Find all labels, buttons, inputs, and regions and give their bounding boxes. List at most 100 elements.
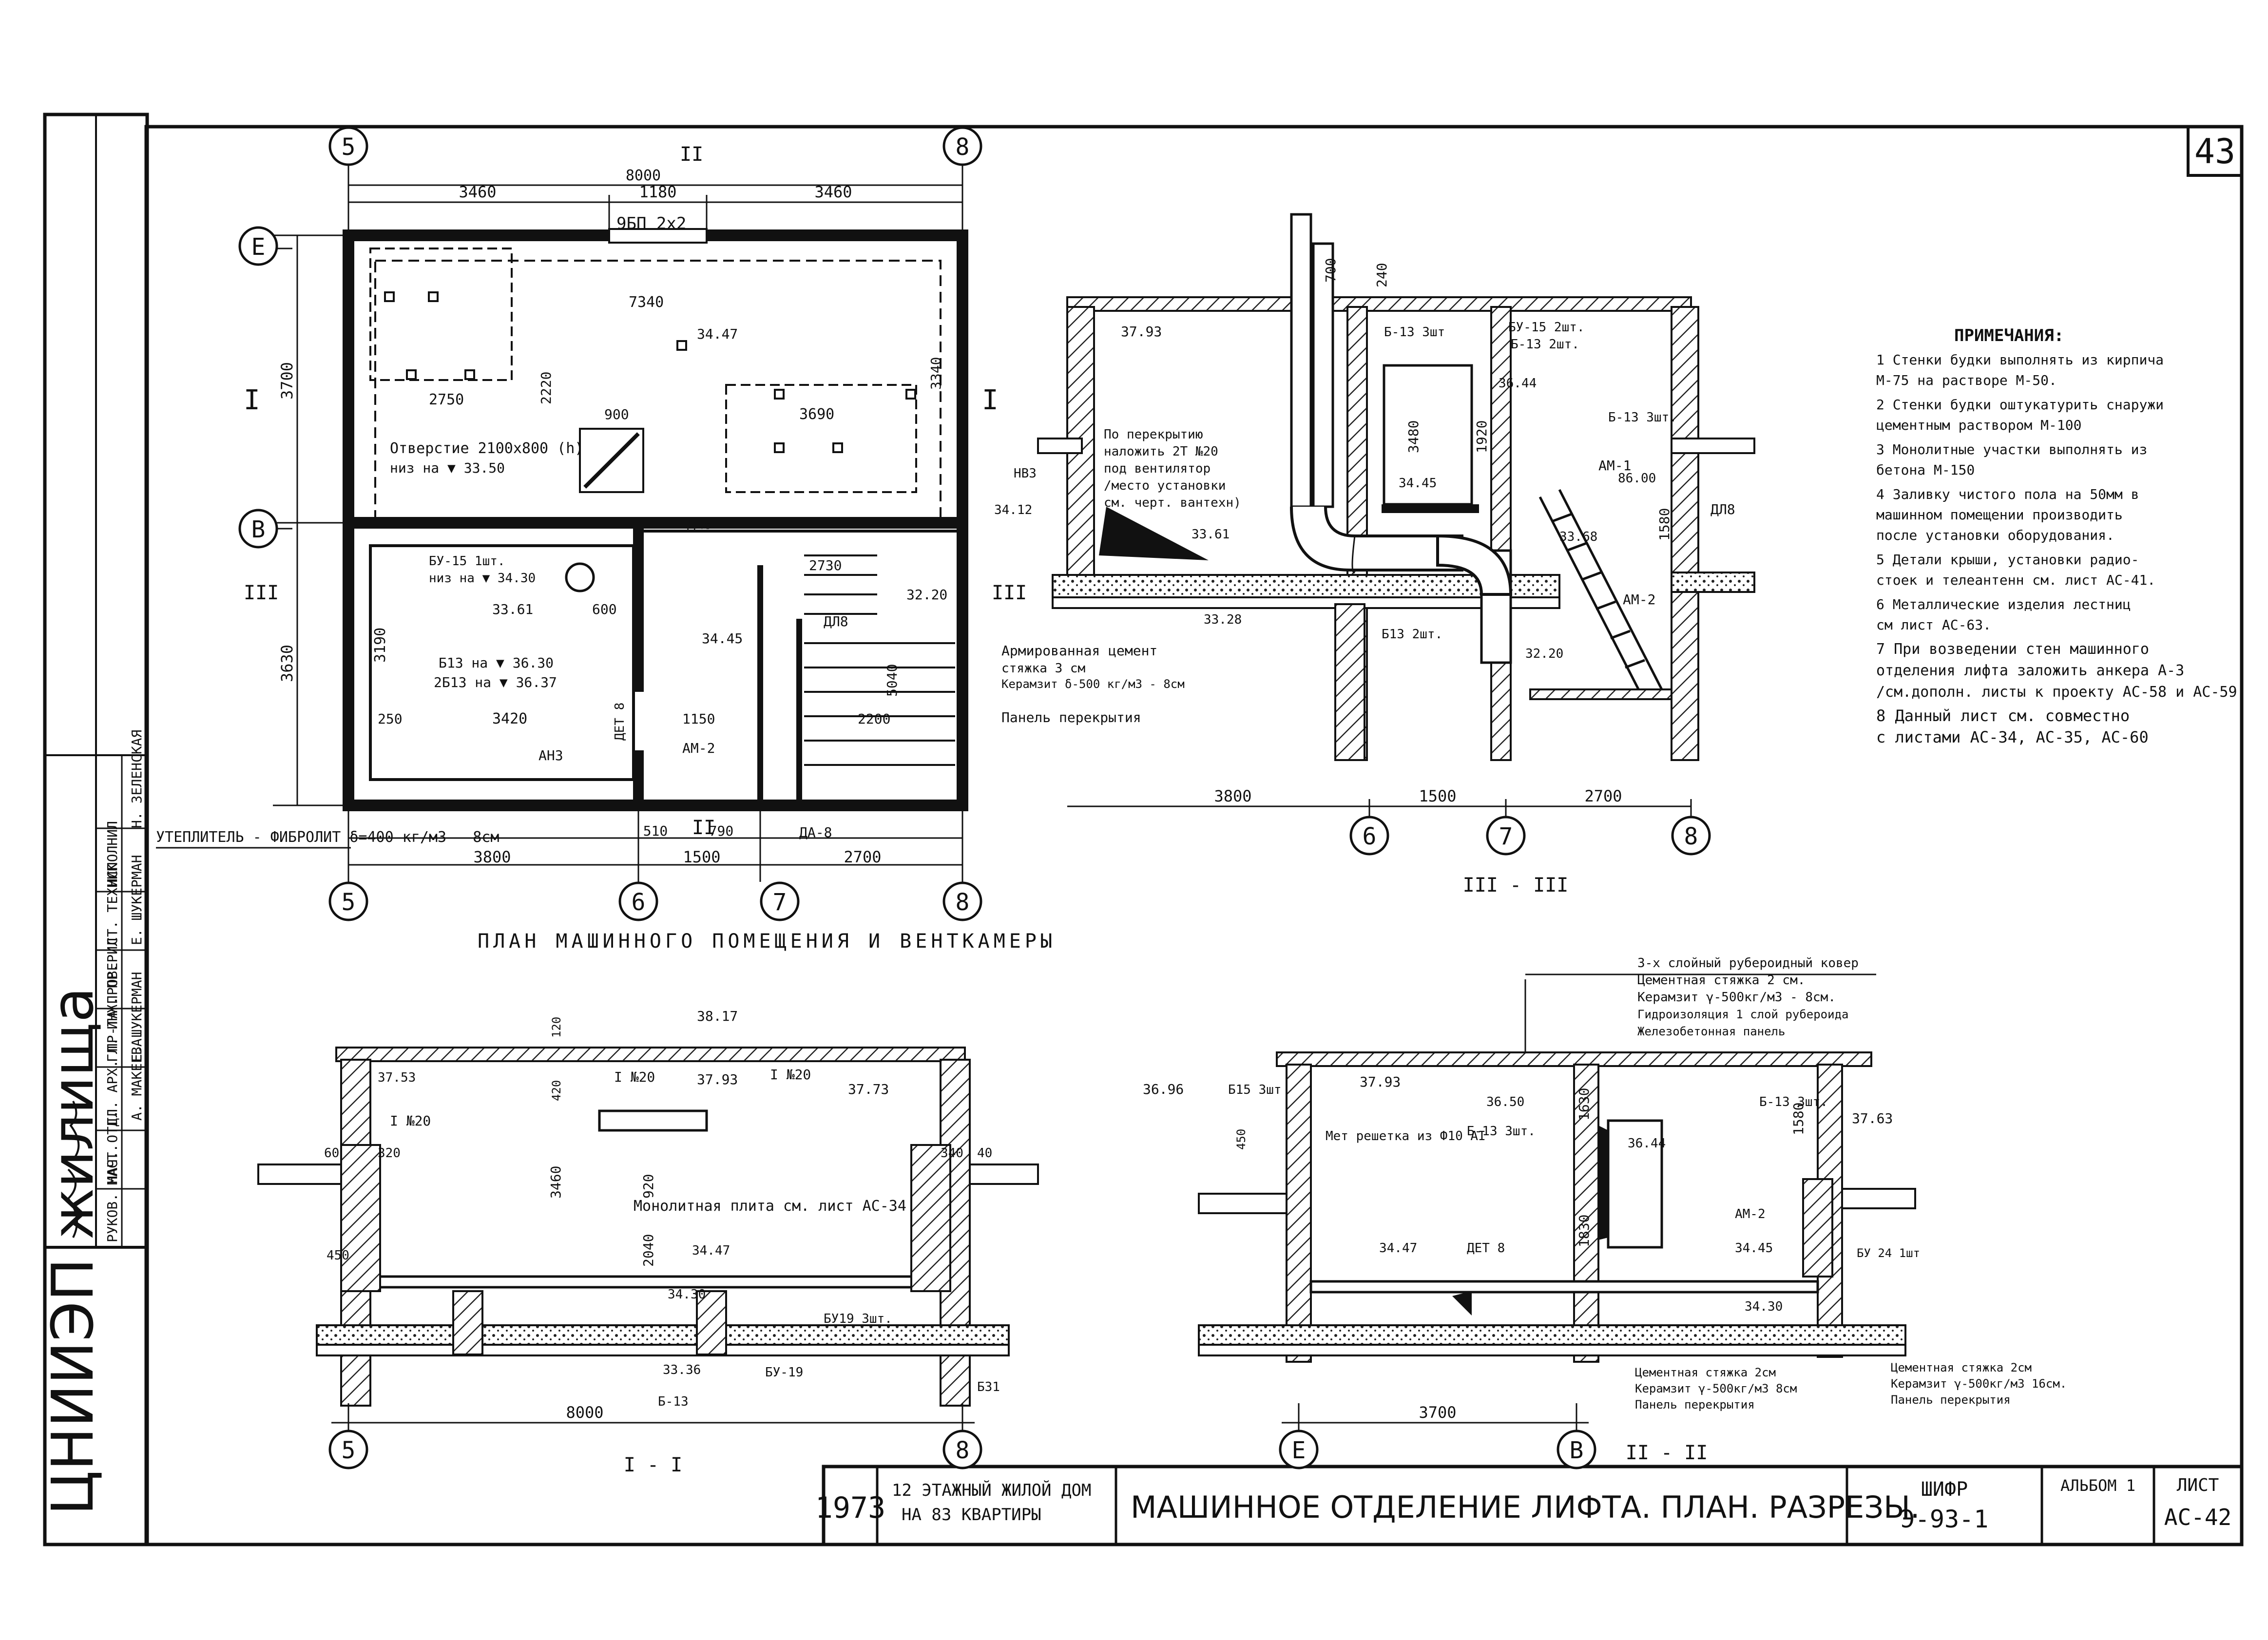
- s2-dim: 3700: [1419, 1403, 1456, 1422]
- plan-section-mark: II: [692, 817, 715, 839]
- plan-label: 32.20: [906, 587, 947, 603]
- plan-axis-left-E: Е: [251, 233, 266, 261]
- s2-mark: 36.44: [1628, 1136, 1666, 1151]
- s3-label: Б13 2шт.: [1382, 627, 1442, 642]
- s1-label: БУ-19: [765, 1365, 803, 1380]
- s3-dim: 700: [1323, 258, 1339, 283]
- s2-caption: II - II: [1626, 1442, 1708, 1464]
- plan-label: низ на ▼ 33.50: [390, 460, 505, 476]
- plan-label: 3690: [799, 406, 834, 423]
- s3-slab-note: стяжка 3 см: [1001, 661, 1085, 676]
- s1-axis-8: 8: [956, 1437, 970, 1464]
- s3-label: БУ-15 2шт.: [1508, 320, 1585, 335]
- s3-label: Б-13 3шт.: [1608, 410, 1677, 425]
- s3-mark: 36.44: [1499, 376, 1537, 391]
- s3-label: ДЛ8: [1711, 501, 1735, 517]
- s2-floor-note-left: Цементная стяжка 2см: [1635, 1366, 1776, 1379]
- plan-wall-lower: [343, 517, 968, 811]
- plan-dim-left: 3630: [278, 645, 296, 682]
- s2-mark: 34.30: [1745, 1299, 1783, 1314]
- stamp-role-7: ИСПОЛНИЛ: [104, 821, 120, 887]
- plan-label: 9БП 2х2: [616, 214, 686, 233]
- note-line: 8 Данный лист см. совместно: [1876, 706, 2130, 725]
- note-line: отделения лифта заложить анкера А-3: [1876, 662, 2184, 679]
- s3-slab-note: Армированная цемент: [1001, 643, 1157, 659]
- s3-dim: 1500: [1419, 787, 1456, 805]
- s3-label: АМ-2: [1623, 591, 1655, 608]
- plan-label: ДА-8: [799, 824, 832, 840]
- stamp-name-1: А. МАКЕЕВА: [129, 1038, 145, 1121]
- stamp-texts: ЦНИИЭП жилища РУКОВ. МАСТ. НАЧ. ОТД. ГЛ.…: [39, 730, 145, 1515]
- note-line: 3 Монолитные участки выполнять из: [1876, 441, 2147, 458]
- s2-label: Б-13 3шт.: [1467, 1124, 1536, 1139]
- note-line: /см.дополн. листы к проекту АС-58 и АС-5…: [1876, 684, 2237, 701]
- sheet-label: ЛИСТ: [2177, 1475, 2219, 1495]
- s2-dim: 450: [1234, 1129, 1248, 1150]
- plan-axis-top-8: 8: [956, 133, 970, 161]
- s1-dim: 420: [550, 1080, 563, 1101]
- s1-caption: I - I: [624, 1454, 682, 1476]
- s2-dim: 1580: [1790, 1103, 1807, 1135]
- code-label: ШИФР: [1921, 1478, 1968, 1501]
- s2-label: ДЕТ 8: [1467, 1241, 1505, 1256]
- s1-mark: 33.36: [663, 1363, 701, 1377]
- plan-label: ДЛ8: [824, 613, 848, 629]
- s2-roof-note: Цементная стяжка 2 см.: [1637, 973, 1805, 988]
- s3-mark: 34.12: [994, 503, 1032, 517]
- plan-label: Б13 на ▼ 36.30: [439, 655, 554, 671]
- plan-dim-left: 3700: [278, 362, 296, 400]
- s1-dim: 3460: [548, 1166, 564, 1199]
- s1-dim: 920: [640, 1174, 656, 1199]
- s1-mark: 37.93: [697, 1071, 738, 1087]
- plan-label: АНЗ: [538, 747, 563, 763]
- s1-mark: 38.17: [697, 1008, 738, 1024]
- s1-label: БУ19 3шт.: [824, 1312, 892, 1326]
- plan-label: 34.45: [702, 630, 743, 647]
- plan-label: 7340: [629, 294, 664, 311]
- album-label: АЛЬБОМ 1: [2060, 1476, 2135, 1495]
- s2-label: БУ 24 1шт: [1857, 1246, 1920, 1260]
- s3-dim: 1920: [1474, 420, 1490, 453]
- s3-slab-note: Панель перекрытия: [1001, 709, 1141, 725]
- sheet-title: МАШИННОЕ ОТДЕЛЕНИЕ ЛИФТА. ПЛАН. РАЗРЕЗЫ.: [1131, 1489, 1920, 1525]
- stamp-role-1: РУКОВ. МАСТ.: [104, 1144, 120, 1242]
- stamp-name-4: Н. ЗЕЛЕНСКАЯ: [129, 730, 145, 828]
- plan-label: 3190: [372, 628, 389, 663]
- s3-floor-note: По перекрытию: [1104, 427, 1203, 442]
- s3-mark: 33.28: [1204, 612, 1242, 627]
- s2-roof-note: 3-х слойный рубероидный ковер: [1637, 956, 1859, 971]
- note-line: машинном помещении производить: [1876, 507, 2123, 523]
- notes-block: ПРИМЕЧАНИЯ: 1 Стенки будки выполнять из …: [1876, 326, 2237, 746]
- plan-axis-bottom-6: 6: [632, 889, 646, 916]
- project-line-1: 12 ЭТАЖНЫЙ ЖИЛОЙ ДОМ: [892, 1480, 1091, 1500]
- plan-section-mark: III: [244, 582, 279, 604]
- note-line: после установки оборудования.: [1876, 527, 2114, 543]
- note-line: М-75 на растворе М-50.: [1876, 372, 2057, 388]
- plan-label: 5040: [884, 664, 900, 697]
- plan-dim-bottom: 2700: [844, 848, 881, 866]
- plan-axis-bottom-7: 7: [773, 889, 787, 916]
- plan-dim-top: 3460: [459, 183, 496, 201]
- note-line: 1 Стенки будки выполнять из кирпича: [1876, 352, 2164, 368]
- page-number: 43: [2194, 132, 2235, 172]
- plan-label: 34.47: [697, 326, 738, 342]
- section-3-3: 6 7 8 3800 1500 2700 240 700 1920 3480 1…: [994, 213, 1755, 896]
- s3-mark: 86.00: [1618, 471, 1656, 486]
- plan-dim-top: 3460: [814, 183, 852, 201]
- section-1-1: 5 8 8000 3460 920 2040 420 120 60 320 45…: [257, 1008, 1039, 1476]
- s2-mark: 34.47: [1379, 1241, 1417, 1256]
- s2-mark: 34.45: [1735, 1241, 1773, 1256]
- plan-label: 250: [378, 711, 403, 727]
- s3-dim: 1580: [1656, 508, 1672, 541]
- s3-dim: 240: [1374, 263, 1390, 287]
- note-line: с листами АС-34, АС-35, АС-60: [1876, 728, 2149, 746]
- s1-mark: 37.73: [848, 1081, 889, 1097]
- s2-mark: 37.93: [1360, 1074, 1401, 1090]
- plan-axis-bottom-5: 5: [342, 889, 356, 916]
- s1-dim: 40: [977, 1146, 992, 1161]
- s1-label: I №20: [614, 1069, 655, 1085]
- plan-dim-bottom: 510: [643, 823, 668, 839]
- plan-label: Отверстие 2100х800 (h): [390, 440, 583, 457]
- s1-dim: 320: [378, 1146, 401, 1161]
- stamp-role-5: ПРОВЕРИЛ: [104, 938, 120, 1004]
